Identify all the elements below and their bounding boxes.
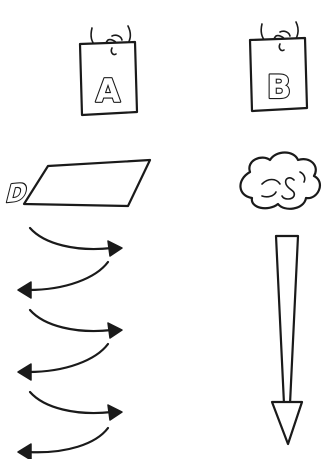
crumpled-paper bbox=[239, 151, 322, 210]
swing-arrow-left-1 bbox=[17, 260, 110, 299]
swing-arrow-left-3 bbox=[17, 426, 110, 459]
flat-sheet bbox=[22, 158, 152, 208]
swing-arrow-left-2 bbox=[17, 342, 110, 381]
swing-arrows bbox=[17, 226, 123, 459]
swing-arrow-right-1 bbox=[28, 226, 123, 257]
swing-arrow-right-3 bbox=[28, 390, 123, 421]
swing-arrow-right-2 bbox=[28, 308, 123, 339]
sheet-a bbox=[78, 40, 139, 117]
flat-sheet-group: D bbox=[2, 158, 152, 209]
sheet-b-group: B bbox=[248, 21, 309, 113]
straight-arrow-shaft bbox=[274, 234, 300, 406]
sheet-b bbox=[248, 36, 309, 113]
straight-arrow-head bbox=[270, 400, 304, 446]
sheet-b-letter: B bbox=[267, 68, 291, 106]
sheet-a-group: A bbox=[78, 25, 139, 117]
crumpled-paper-group bbox=[239, 151, 322, 210]
straight-fall-arrow bbox=[270, 234, 304, 446]
sheet-a-letter: A bbox=[96, 72, 121, 110]
